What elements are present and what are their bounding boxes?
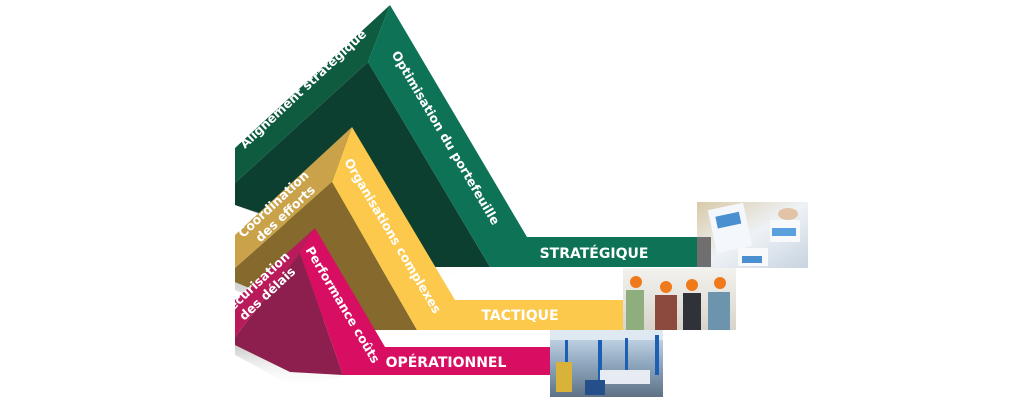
operationnel-left-strip [235, 228, 315, 337]
operationnel-level-label: OPÉRATIONNEL [386, 354, 507, 371]
strategique-left-strip [235, 5, 390, 183]
construction-team-photo [623, 268, 736, 330]
operationnel-front-face [300, 228, 550, 375]
strategique-front-face [368, 5, 697, 267]
tactique-front-face [332, 127, 623, 330]
factory-floor-photo [550, 330, 663, 397]
strategique-level-label: STRATÉGIQUE [540, 245, 649, 262]
tactique-left-strip [235, 127, 352, 268]
operationnel-dark-face [235, 253, 343, 375]
business-charts-photo [697, 202, 808, 268]
tactique-level-label: TACTIQUE [481, 308, 558, 324]
